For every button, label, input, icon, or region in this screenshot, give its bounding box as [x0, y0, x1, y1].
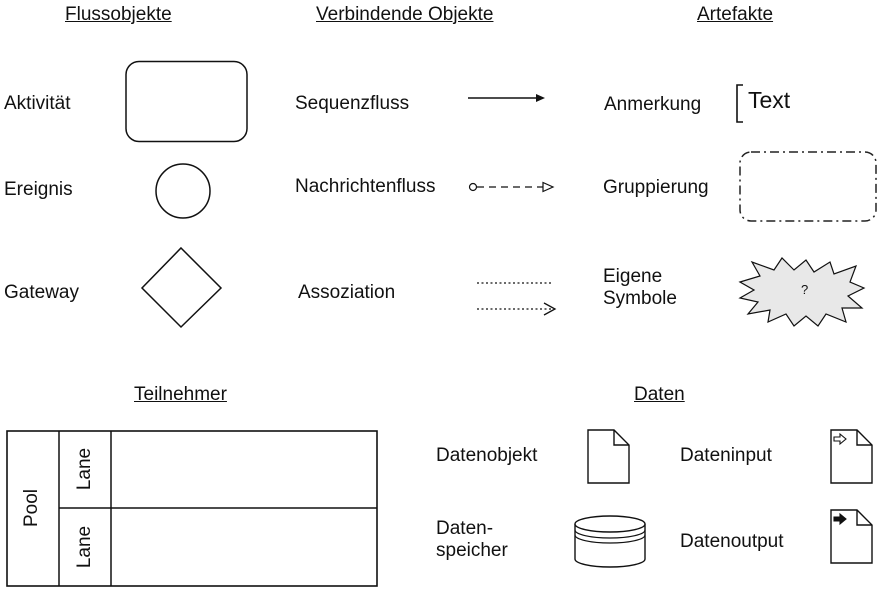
label-association: Assoziation	[298, 282, 396, 303]
message-flow-arrow	[468, 181, 555, 193]
heading-connecting-objects: Verbindende Objekte	[316, 4, 494, 25]
group-shape	[739, 151, 877, 222]
heading-data: Daten	[634, 384, 685, 405]
label-gateway: Gateway	[4, 282, 79, 303]
label-group: Gruppierung	[603, 177, 709, 198]
label-event: Ereignis	[4, 179, 73, 200]
label-activity: Aktivität	[4, 93, 71, 114]
label-message-flow: Nachrichtenfluss	[295, 176, 436, 197]
gateway-shape	[140, 246, 223, 329]
label-custom-symbols: Eigene Symbole	[603, 266, 677, 309]
annotation-bracket	[736, 84, 743, 123]
event-shape	[155, 163, 211, 219]
label-annotation: Anmerkung	[604, 94, 702, 115]
data-output-icon	[830, 509, 873, 564]
heading-artifacts: Artefakte	[697, 4, 774, 25]
activity-shape	[125, 60, 248, 143]
heading-flow-objects: Flussobjekte	[65, 4, 172, 25]
label-data-store: Daten- speicher	[436, 518, 508, 561]
pool-label: Pool	[21, 488, 42, 528]
custom-symbol-mark: ?	[801, 282, 809, 297]
data-store-icon	[574, 515, 646, 568]
data-input-icon	[830, 429, 873, 484]
label-sequence-flow: Sequenzfluss	[295, 93, 410, 114]
association-lines	[477, 282, 557, 316]
sequence-flow-arrow	[468, 94, 545, 102]
custom-symbol-starburst	[738, 257, 866, 327]
heading-participants: Teilnehmer	[134, 384, 227, 405]
lane-label-1: Lane	[74, 447, 95, 491]
lane-label-2: Lane	[74, 525, 95, 569]
label-data-input: Dateninput	[680, 445, 772, 466]
label-data-output: Datenoutput	[680, 531, 784, 552]
annotation-text: Text	[748, 87, 791, 113]
data-object-icon	[587, 429, 630, 484]
pool-shape	[6, 430, 378, 587]
label-data-object: Datenobjekt	[436, 445, 538, 466]
